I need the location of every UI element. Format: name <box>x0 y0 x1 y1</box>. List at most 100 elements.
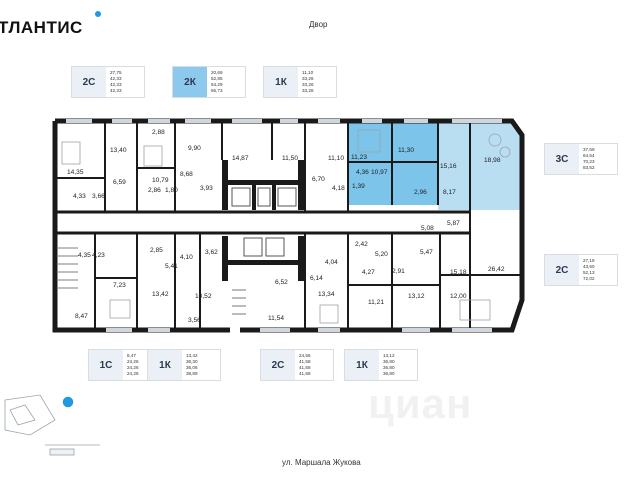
room-area: 3,66 <box>92 193 105 200</box>
room-area: 13,12 <box>408 293 425 300</box>
apartment-type: 2С <box>72 67 106 97</box>
room-area: 8,68 <box>180 171 193 178</box>
area-value: 43,60 <box>583 264 595 269</box>
room-area: 9,90 <box>188 145 201 152</box>
stair-left <box>58 247 78 289</box>
room-area: 4,35 <box>78 252 91 259</box>
room-area: 8,17 <box>443 189 456 196</box>
area-value: 13,42 <box>186 353 198 358</box>
area-value: 41,58 <box>299 371 311 376</box>
room-area: 7,23 <box>113 282 126 289</box>
room-area: 14,35 <box>67 169 84 176</box>
area-value: 36,30 <box>186 359 198 364</box>
area-value: 27,75 <box>110 70 122 75</box>
room-area: 11,23 <box>351 154 367 161</box>
apartment-type: 1К <box>148 350 182 380</box>
area-value: 36,80 <box>383 359 395 364</box>
room-area: 3,93 <box>200 185 213 192</box>
area-value: 24,26 <box>127 359 139 364</box>
room-area: 4,18 <box>332 185 345 192</box>
room-area: 2,88 <box>152 129 165 136</box>
room-area: 3,56 <box>188 317 201 324</box>
room-area: 6,70 <box>312 176 325 183</box>
elevator-shafts <box>231 187 297 257</box>
room-area: 5,41 <box>165 263 178 270</box>
room-area: 2,42 <box>355 241 368 248</box>
area-value: 64,54 <box>583 153 595 158</box>
apartment-type: 1К <box>264 67 298 97</box>
apartment-badge-1k-b2[interactable]: 1К 13,12 36,80 36,80 36,80 <box>344 349 418 381</box>
apartment-type: 2К <box>173 67 207 97</box>
room-area: 10,79 <box>152 177 169 184</box>
room-area: 10,52 <box>195 293 212 300</box>
room-area: 10,97 <box>371 169 388 176</box>
area-value: 42,33 <box>110 82 122 87</box>
room-area: 3,62 <box>205 249 218 256</box>
area-value: 33,26 <box>302 88 314 93</box>
room-area: 2,91 <box>392 268 405 275</box>
area-value: 42,33 <box>110 76 122 81</box>
area-value: 52,85 <box>211 76 223 81</box>
area-value: 56,73 <box>211 88 223 93</box>
area-value: 37,69 <box>583 147 595 152</box>
room-area: 2,96 <box>414 189 427 196</box>
apartment-type: 2С <box>545 255 579 285</box>
room-area: 13,40 <box>110 147 127 154</box>
room-area: 1,80 <box>165 187 178 194</box>
watermark: циан <box>368 380 473 427</box>
room-area: 4,36 <box>356 169 369 176</box>
room-area: 5,87 <box>447 220 460 227</box>
apartment-badge-2c-right[interactable]: 2С 27,19 43,60 52,13 72,02 <box>544 254 618 286</box>
bottom-street-label: ул. Маршала Жукова <box>282 458 361 467</box>
apartment-type: 1К <box>345 350 379 380</box>
room-area: 13,42 <box>152 291 169 298</box>
room-area: 11,10 <box>328 155 344 162</box>
apartment-badge-2c-bottom[interactable]: 2С 24,56 41,58 41,58 41,58 <box>260 349 334 381</box>
area-value: 52,13 <box>583 270 595 275</box>
area-value: 24,26 <box>127 365 139 370</box>
area-value: 54,29 <box>211 82 223 87</box>
stair-right <box>232 289 246 315</box>
area-value: 41,58 <box>299 365 311 370</box>
brand-logo: ТЛАНТИС <box>0 18 83 37</box>
area-value: 27,19 <box>583 258 595 263</box>
room-area-labels: 14,35 13,40 4,33 3,66 6,59 2,88 10,79 2,… <box>67 129 505 324</box>
logo-dot <box>95 11 101 17</box>
room-area: 2,85 <box>150 247 163 254</box>
area-value: 41,58 <box>299 359 311 364</box>
area-value: 24,26 <box>127 371 139 376</box>
area-value: 38,89 <box>186 371 198 376</box>
room-area: 6,52 <box>275 279 288 286</box>
area-value: 33,26 <box>302 82 314 87</box>
apartment-badge-2k[interactable]: 2К 20,69 52,85 54,29 56,73 <box>172 66 246 98</box>
area-value: 8,47 <box>127 353 136 358</box>
apartment-type: 3С <box>545 144 579 174</box>
area-value: 33,26 <box>302 76 314 81</box>
area-value: 20,69 <box>211 70 223 75</box>
room-area: 12,00 <box>450 293 467 300</box>
apartment-badge-2c[interactable]: 2С 27,75 42,33 42,33 42,33 <box>71 66 145 98</box>
area-value: 83,52 <box>583 165 595 170</box>
corridor-walls <box>55 210 470 235</box>
interior-walls <box>55 121 522 330</box>
room-area: 11,50 <box>282 155 298 162</box>
room-area: 4,27 <box>362 269 375 276</box>
room-area: 1,39 <box>352 183 365 190</box>
apartment-badge-3c[interactable]: 3С 37,69 64,54 70,23 83,52 <box>544 143 618 175</box>
area-value: 36,80 <box>383 365 395 370</box>
room-area: 4,23 <box>92 252 105 259</box>
apartment-badge-1k-b1[interactable]: 1К 13,42 36,30 36,06 38,89 <box>147 349 221 381</box>
top-street-label: Двор <box>309 20 328 29</box>
area-value: 36,80 <box>383 371 395 376</box>
room-area: 6,59 <box>113 179 126 186</box>
apartment-type: 1С <box>89 350 123 380</box>
apartment-type: 2С <box>261 350 295 380</box>
area-value: 11,10 <box>302 70 314 75</box>
room-area: 11,30 <box>398 147 414 154</box>
room-area: 2,86 <box>148 187 161 194</box>
room-area: 13,34 <box>318 291 335 298</box>
room-area: 11,21 <box>368 299 384 306</box>
apartment-badge-1k[interactable]: 1К 11,10 33,26 33,26 33,26 <box>263 66 337 98</box>
site-map <box>4 394 100 456</box>
